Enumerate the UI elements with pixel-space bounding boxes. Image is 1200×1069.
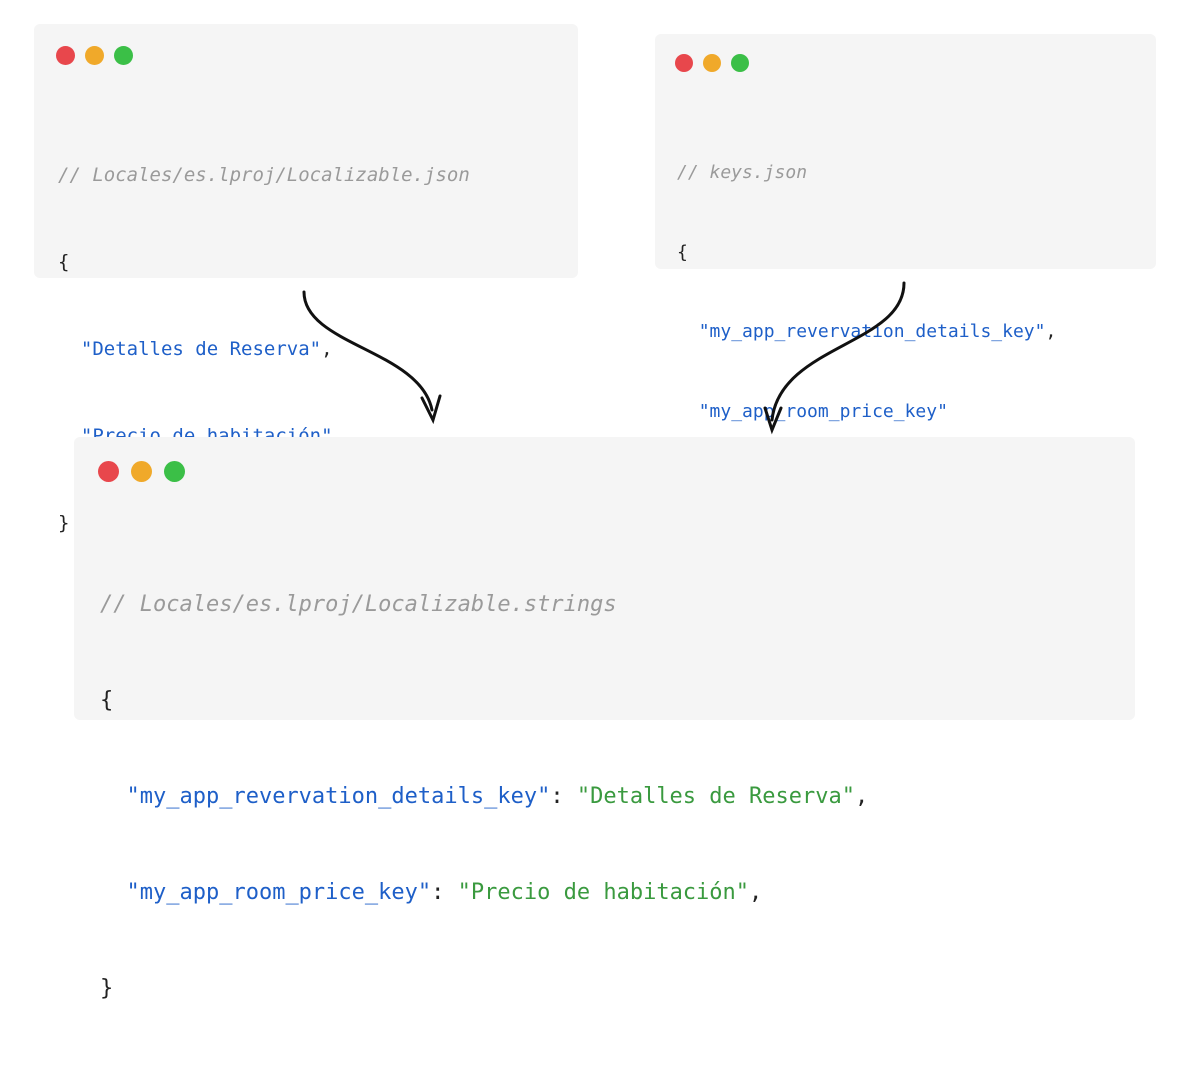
- right-arrow-curve: [770, 281, 906, 422]
- string-value: "Detalles de Reserva": [80, 338, 322, 360]
- close-dot-icon: [98, 461, 119, 482]
- code-line: "my_app_room_price_key": [677, 399, 1056, 426]
- entry-value: "Precio de habitación": [457, 880, 750, 905]
- left-arrow-head: [420, 394, 442, 425]
- file-comment: // keys.json: [677, 162, 808, 183]
- code-block: // Locales/es.lproj/Localizable.strings …: [100, 525, 868, 1069]
- maximize-dot-icon: [114, 46, 133, 65]
- minimize-dot-icon: [703, 54, 721, 72]
- entry-key: "my_app_room_price_key": [126, 880, 432, 905]
- right-arrow-head: [763, 406, 783, 435]
- close-dot-icon: [675, 54, 693, 72]
- code-block: // keys.json { "my_app_revervation_detai…: [677, 107, 1056, 558]
- open-brace: {: [677, 241, 688, 263]
- open-brace: {: [58, 251, 70, 273]
- maximize-dot-icon: [731, 54, 749, 72]
- key-string: "my_app_room_price_key": [698, 400, 948, 422]
- minimize-dot-icon: [85, 46, 104, 65]
- minimize-dot-icon: [131, 461, 152, 482]
- merge-arrows: [302, 281, 906, 435]
- file-comment: // Locales/es.lproj/Localizable.json: [58, 164, 470, 186]
- keys-json-panel: // keys.json { "my_app_revervation_detai…: [655, 34, 1156, 501]
- close-brace: }: [100, 976, 114, 1001]
- left-arrow-curve: [302, 290, 434, 412]
- code-line: "my_app_room_price_key": "Precio de habi…: [126, 880, 763, 905]
- entry-value: "Detalles de Reserva": [576, 784, 855, 809]
- close-dot-icon: [56, 46, 75, 65]
- window-controls: [98, 461, 197, 482]
- window-controls: [56, 46, 143, 65]
- window-controls: [675, 54, 759, 72]
- code-line: "my_app_revervation_details_key",: [698, 321, 1057, 342]
- close-brace: }: [58, 512, 70, 534]
- maximize-dot-icon: [164, 461, 185, 482]
- entry-key: "my_app_revervation_details_key": [126, 784, 551, 809]
- key-string: "my_app_revervation_details_key": [698, 321, 1046, 342]
- code-line: "my_app_revervation_details_key": "Detal…: [126, 784, 869, 809]
- open-brace: {: [100, 688, 114, 713]
- localizable-json-panel: // Locales/es.lproj/Localizable.json { "…: [34, 24, 578, 534]
- code-line: "Detalles de Reserva",: [80, 338, 333, 360]
- localizable-strings-panel: // Locales/es.lproj/Localizable.strings …: [74, 437, 1135, 1001]
- file-comment: // Locales/es.lproj/Localizable.strings: [100, 592, 617, 617]
